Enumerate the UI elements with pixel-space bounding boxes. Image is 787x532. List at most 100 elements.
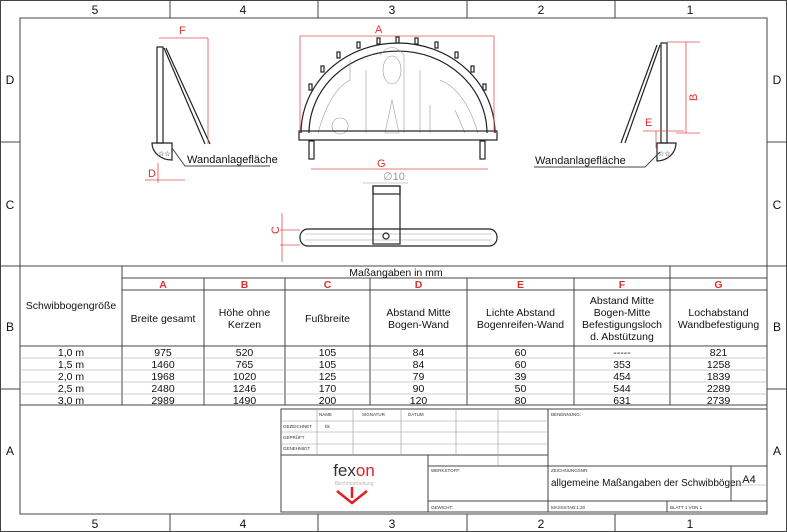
left-side-view: ☆☆ xyxy=(151,46,211,161)
blatt-label: BLATT 1 VON 1 xyxy=(670,505,703,510)
table-cell: 765 xyxy=(236,359,254,371)
table-group-header: Maßangaben in mm xyxy=(349,267,443,279)
wall-surface-label-left: Wandanlagefläche xyxy=(187,154,278,166)
column-description: Befestigungsloch xyxy=(582,319,662,331)
row-gezeichnet: GEZEICHNET xyxy=(283,424,312,429)
table-cell: 520 xyxy=(236,347,254,359)
table-cell: 1968 xyxy=(151,371,175,383)
table-size-header: Schwibbogengröße xyxy=(26,300,117,312)
table-cell: ----- xyxy=(613,347,631,359)
sheet-format: A4 xyxy=(742,474,755,486)
dim-label-a: A xyxy=(375,24,383,36)
table-cell: 84 xyxy=(413,359,425,371)
dimension-a: A xyxy=(299,24,495,133)
col-signatur: SIGNATUR xyxy=(362,412,386,417)
hole-diameter-label: ∅10 xyxy=(383,171,405,183)
table-cell: 200 xyxy=(319,395,337,407)
massstab-label: MASSSTAB:1:20 xyxy=(551,505,586,510)
star-icon: ☆☆ xyxy=(658,150,671,158)
column-description: Bogenreifen-Wand xyxy=(477,319,564,331)
row-size-cell: 2,5 m xyxy=(58,383,85,395)
table-cell: 2989 xyxy=(151,395,175,407)
arch-top-view xyxy=(299,185,498,247)
table-cell: 353 xyxy=(613,359,631,371)
dimension-f: F xyxy=(159,25,209,144)
star-icon: ☆☆ xyxy=(158,150,171,158)
gezeichnet-name: hk xyxy=(325,424,331,429)
table-cell: 2289 xyxy=(707,383,731,395)
column-letter-e: E xyxy=(517,279,524,291)
dim-label-c: C xyxy=(270,226,282,234)
column-description: Höhe ohne xyxy=(219,307,271,319)
zone-col-4: 4 xyxy=(240,3,247,17)
table-cell: 821 xyxy=(710,347,728,359)
arch-front-view xyxy=(298,36,498,160)
column-description: d. Abstützung xyxy=(590,331,654,343)
table-cell: 454 xyxy=(613,371,631,383)
zone-col-1-bottom: 1 xyxy=(687,517,694,531)
table-cell: 84 xyxy=(413,347,425,359)
zone-row-c-right: C xyxy=(773,198,782,212)
table-cell: 80 xyxy=(515,395,527,407)
logo-arrow-icon xyxy=(336,490,368,505)
column-description: Lochabstand xyxy=(688,307,748,319)
werkstoff-label: WERKSTOFF: xyxy=(431,468,460,473)
column-description: Bogen-Mitte xyxy=(594,307,651,319)
table-cell: 105 xyxy=(319,347,337,359)
column-description: Breite gesamt xyxy=(131,313,196,325)
table-cell: 120 xyxy=(410,395,428,407)
table-cell: 1460 xyxy=(151,359,175,371)
column-letter-f: F xyxy=(619,279,626,291)
table-cell: 105 xyxy=(319,359,337,371)
row-size-cell: 2,0 m xyxy=(58,371,85,383)
zone-col-5-bottom: 5 xyxy=(92,517,99,531)
zone-row-d-right: D xyxy=(773,73,782,87)
col-name: NAME xyxy=(319,412,332,417)
zone-col-4-bottom: 4 xyxy=(240,517,247,531)
fexon-logo: fexon Blechbearbeitung xyxy=(333,461,375,505)
dimension-e: E xyxy=(643,117,684,148)
column-description: Lichte Abstand xyxy=(486,307,555,319)
table-cell: 1839 xyxy=(707,371,731,383)
table-cell: 1490 xyxy=(233,395,257,407)
row-size-cell: 3,0 m xyxy=(58,395,85,407)
gewicht-label: GEWICHT: xyxy=(431,505,453,510)
table-cell: 125 xyxy=(319,371,337,383)
column-description: Abstand Mitte xyxy=(386,307,450,319)
table-cell: 975 xyxy=(154,347,172,359)
dim-label-f: F xyxy=(179,25,186,37)
zone-row-b-right: B xyxy=(773,320,781,334)
right-side-view: ☆☆ xyxy=(620,42,677,162)
column-description: Bogen-Wand xyxy=(388,319,449,331)
column-letter-c: C xyxy=(324,279,332,291)
table-cell: 1258 xyxy=(707,359,731,371)
zone-col-5: 5 xyxy=(92,3,99,17)
title-block: NAME SIGNATUR DATUM GEZEICHNET hk GEPRÜF… xyxy=(280,408,768,513)
column-description: Abstand Mitte xyxy=(590,295,654,307)
table-cell: 2480 xyxy=(151,383,175,395)
table-cell: 1246 xyxy=(233,383,257,395)
table-cell: 60 xyxy=(515,359,527,371)
column-description: Fußbreite xyxy=(305,313,350,325)
dimension-c: C xyxy=(270,213,300,262)
table-cell: 1020 xyxy=(233,371,257,383)
table-cell: 631 xyxy=(613,395,631,407)
benennung-label: BENENNUNG: xyxy=(551,412,581,417)
zone-col-2: 2 xyxy=(538,3,545,17)
dim-label-d: D xyxy=(148,168,156,180)
table-cell: 50 xyxy=(515,383,527,395)
zone-col-2-bottom: 2 xyxy=(538,517,545,531)
row-size-cell: 1,0 m xyxy=(58,347,85,359)
zeichnungsnr-label: ZEICHNUNGSNR. xyxy=(551,468,589,473)
col-datum: DATUM xyxy=(408,412,424,417)
zone-row-b: B xyxy=(6,320,14,334)
dim-label-e: E xyxy=(645,117,652,129)
table-cell: 79 xyxy=(413,371,425,383)
drawing-title: allgemeine Maßangaben der Schwibbögen xyxy=(551,478,741,489)
logo-subtitle: Blechbearbeitung xyxy=(335,481,374,487)
column-letter-g: G xyxy=(714,279,722,291)
dim-label-g: G xyxy=(377,158,386,170)
